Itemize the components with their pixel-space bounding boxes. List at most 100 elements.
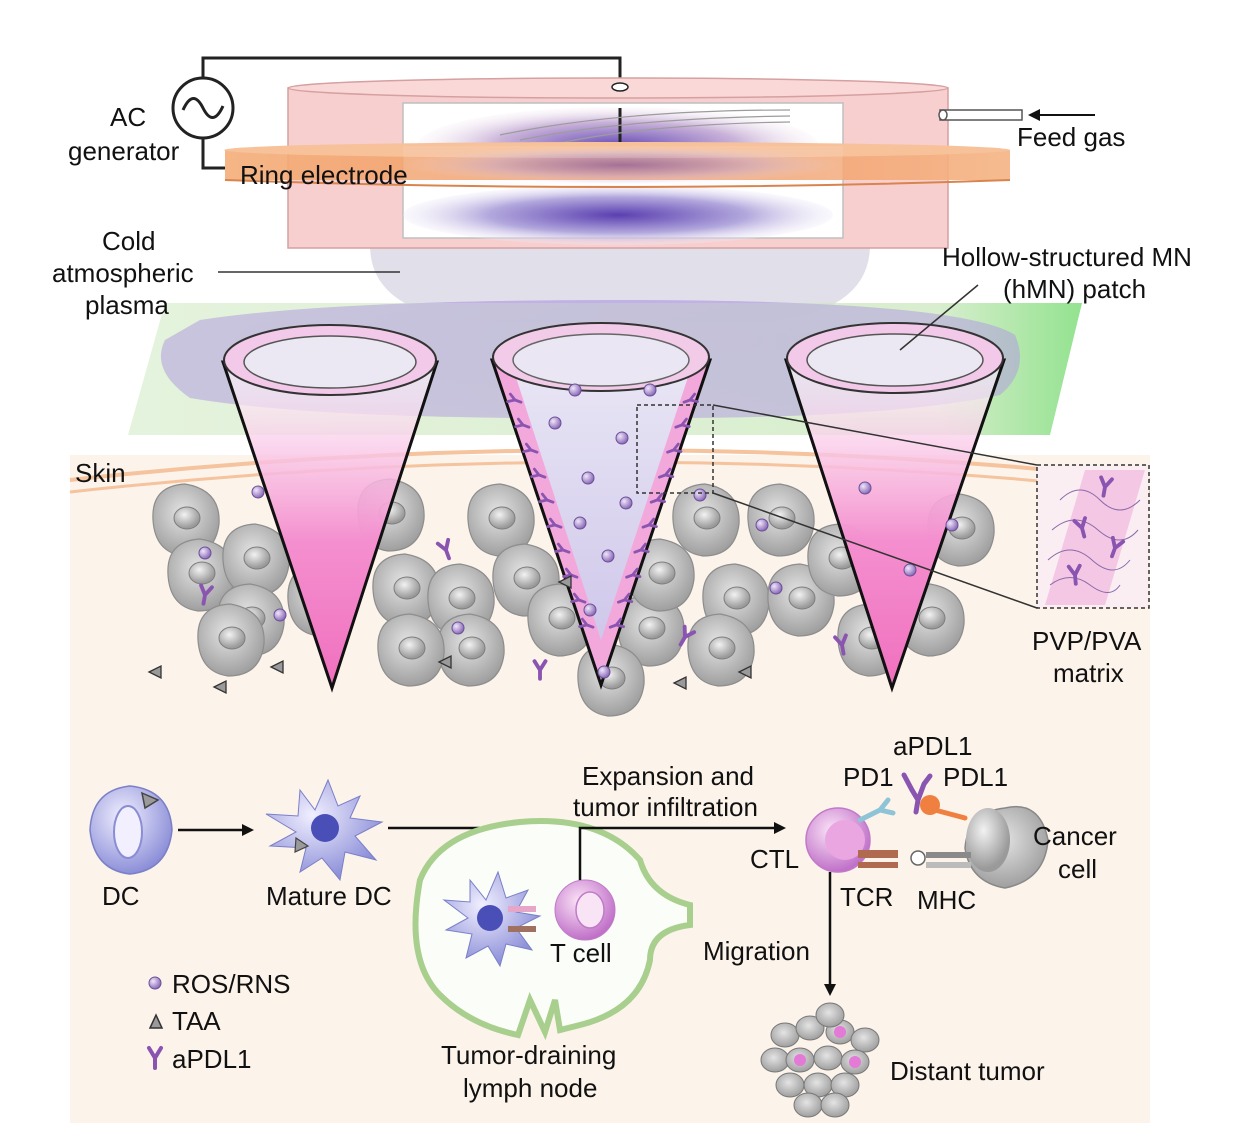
cold-plasma-label-3: plasma bbox=[85, 290, 169, 320]
ros-particles bbox=[198, 383, 959, 679]
antibody bbox=[199, 583, 214, 606]
lymph-label-2: lymph node bbox=[463, 1073, 597, 1103]
distant-cell bbox=[850, 1027, 880, 1053]
apdl1-label: aPDL1 bbox=[893, 731, 973, 761]
distant-cell bbox=[770, 1022, 800, 1048]
tissue-cell bbox=[672, 483, 740, 557]
antibody bbox=[657, 467, 675, 479]
distant-cell bbox=[815, 1002, 845, 1028]
distant-cell bbox=[760, 1047, 790, 1073]
needle-wall-antibodies bbox=[506, 392, 699, 629]
antibody bbox=[562, 567, 579, 579]
legend-apdl1-label: aPDL1 bbox=[172, 1044, 252, 1074]
ros-particle bbox=[903, 563, 917, 577]
skin-label: Skin bbox=[75, 458, 126, 488]
free-antibodies bbox=[199, 537, 848, 681]
inset-antibodies bbox=[1066, 475, 1126, 586]
antibody bbox=[608, 617, 625, 629]
distant-cell bbox=[793, 1092, 823, 1118]
antibody bbox=[530, 467, 547, 479]
pdl1-label: PDL1 bbox=[943, 762, 1008, 792]
ros-particle bbox=[601, 549, 615, 563]
tcr-label: TCR bbox=[840, 882, 893, 912]
feed-gas-inlet bbox=[938, 109, 1095, 121]
ros-particle bbox=[755, 518, 769, 532]
antibody bbox=[554, 542, 571, 554]
taa-particles bbox=[147, 574, 752, 695]
hmn-label-1: Hollow-structured MN bbox=[942, 242, 1192, 272]
tissue-cell bbox=[377, 613, 445, 687]
tissue-cell bbox=[467, 483, 535, 557]
tissue-cell bbox=[617, 593, 685, 667]
ros-particle bbox=[619, 496, 633, 510]
dc-cell bbox=[89, 785, 173, 875]
taa-particle bbox=[212, 679, 227, 695]
ros-particle bbox=[858, 481, 872, 495]
ros-particle bbox=[251, 485, 265, 499]
ros-particle bbox=[643, 383, 657, 397]
antibody bbox=[522, 442, 539, 454]
taa-particle bbox=[269, 659, 284, 675]
ros-particle bbox=[769, 581, 783, 595]
ctl-in-tumor bbox=[849, 1056, 861, 1068]
cancer-label-2: cell bbox=[1058, 854, 1097, 884]
antibody bbox=[570, 592, 587, 604]
antibody bbox=[578, 617, 595, 629]
antibody bbox=[666, 442, 683, 454]
tissue-cell bbox=[437, 613, 505, 687]
distant-tumor-label: Distant tumor bbox=[890, 1056, 1045, 1086]
cancer-label-1: Cancer bbox=[1033, 821, 1117, 851]
ros-particle bbox=[573, 516, 587, 530]
taa-particle bbox=[557, 574, 572, 590]
antibody bbox=[538, 492, 555, 504]
distant-cell bbox=[820, 1092, 850, 1118]
matrix-label-1: PVP/PVA bbox=[1032, 626, 1142, 656]
pd1-label: PD1 bbox=[843, 762, 894, 792]
ros-particle bbox=[945, 518, 959, 532]
ring-electrode bbox=[224, 142, 1011, 188]
ros-particle bbox=[583, 603, 597, 617]
lymph-label-1: Tumor-draining bbox=[441, 1040, 616, 1070]
ctl-in-tumor bbox=[834, 1026, 846, 1038]
antibody bbox=[649, 492, 666, 504]
mature-dc-label: Mature DC bbox=[266, 881, 392, 911]
tissue-cell bbox=[747, 483, 815, 557]
mhc-label: MHC bbox=[917, 885, 976, 915]
ros-particle bbox=[451, 621, 465, 635]
antibody bbox=[435, 537, 451, 561]
ac-generator bbox=[171, 56, 622, 170]
microneedle-left bbox=[220, 324, 440, 693]
antibody bbox=[625, 567, 642, 579]
tissue-cell bbox=[197, 603, 265, 677]
antibody bbox=[641, 517, 658, 529]
ros-particle bbox=[581, 471, 595, 485]
ctl-cancer-synapse bbox=[805, 772, 1049, 889]
antibody bbox=[1066, 563, 1082, 586]
microneedle-right bbox=[783, 322, 1007, 693]
ring-electrode-label: Ring electrode bbox=[240, 160, 408, 190]
taa-particle bbox=[737, 664, 752, 680]
antibody bbox=[674, 417, 691, 429]
ac-label-2: generator bbox=[68, 136, 180, 166]
ros-particle bbox=[693, 488, 707, 502]
ctl-label: CTL bbox=[750, 844, 799, 874]
migration-label: Migration bbox=[703, 936, 810, 966]
cold-plasma-label-2: atmospheric bbox=[52, 258, 194, 288]
antibody bbox=[616, 592, 634, 604]
expansion-label-2: tumor infiltration bbox=[573, 792, 758, 822]
distant-cell bbox=[813, 1045, 843, 1071]
legend-ros-label: ROS/RNS bbox=[172, 969, 290, 999]
legend-taa-label: TAA bbox=[172, 1006, 221, 1036]
distant-cell bbox=[795, 1015, 825, 1041]
antibody bbox=[546, 517, 563, 529]
taa-triangle-icon bbox=[148, 1013, 164, 1029]
antibody bbox=[682, 392, 699, 404]
matrix-label-2: matrix bbox=[1053, 658, 1124, 688]
taa-particle bbox=[672, 675, 687, 691]
antibody bbox=[532, 659, 548, 681]
ros-particle bbox=[615, 431, 629, 445]
antibody bbox=[506, 392, 523, 404]
ctl-in-tumor bbox=[794, 1054, 806, 1066]
